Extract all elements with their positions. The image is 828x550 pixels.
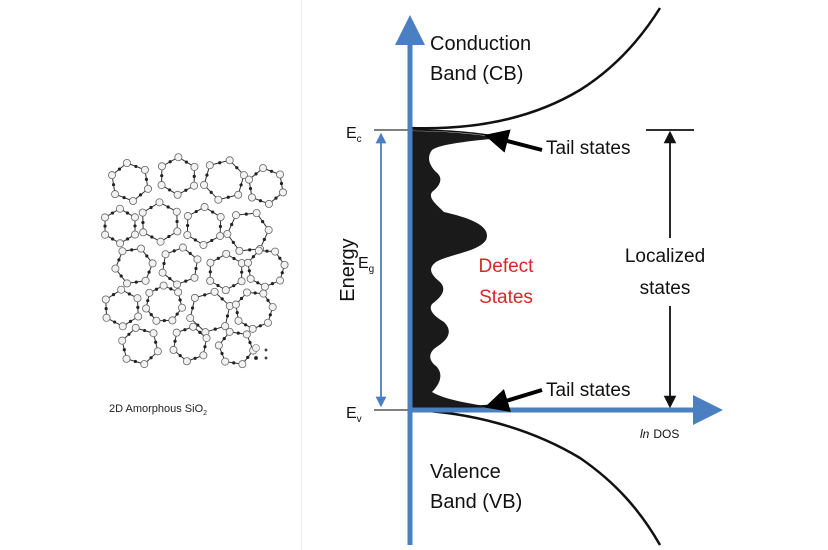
valence-band-label-line1: Valence: [430, 461, 501, 483]
defect-states-label-line2: States: [479, 287, 533, 308]
localized-label-backdrop: [606, 238, 724, 306]
ec-label: Ec: [346, 125, 362, 145]
density-of-states-fill: [410, 131, 500, 410]
ev-label: Ev: [346, 405, 362, 425]
defect-states-label-line1: Defect: [479, 256, 535, 277]
tail-states-top-label: Tail states: [546, 138, 630, 159]
energy-axis-label: Energy: [337, 238, 359, 301]
panel-divider: [301, 0, 302, 550]
localized-states-label-line1: Localized: [625, 246, 705, 267]
conduction-band-label-line1: Conduction: [430, 33, 531, 55]
amorphous-sio2-network: [100, 153, 289, 369]
conduction-band-curve: [409, 7, 662, 130]
tail-states-top-pointer: [484, 129, 543, 153]
valence-band-label-line2: Band (VB): [430, 491, 522, 513]
eg-label: Eg: [358, 255, 374, 275]
valence-band-curve: [409, 408, 662, 546]
localized-states-label-line2: states: [640, 278, 691, 299]
conduction-band-label-line2: Band (CB): [430, 63, 523, 85]
sio2-caption: 2D Amorphous SiO2: [109, 403, 207, 417]
tail-states-bottom-pointer: [484, 388, 543, 412]
tail-states-bottom-label: Tail states: [546, 380, 630, 401]
